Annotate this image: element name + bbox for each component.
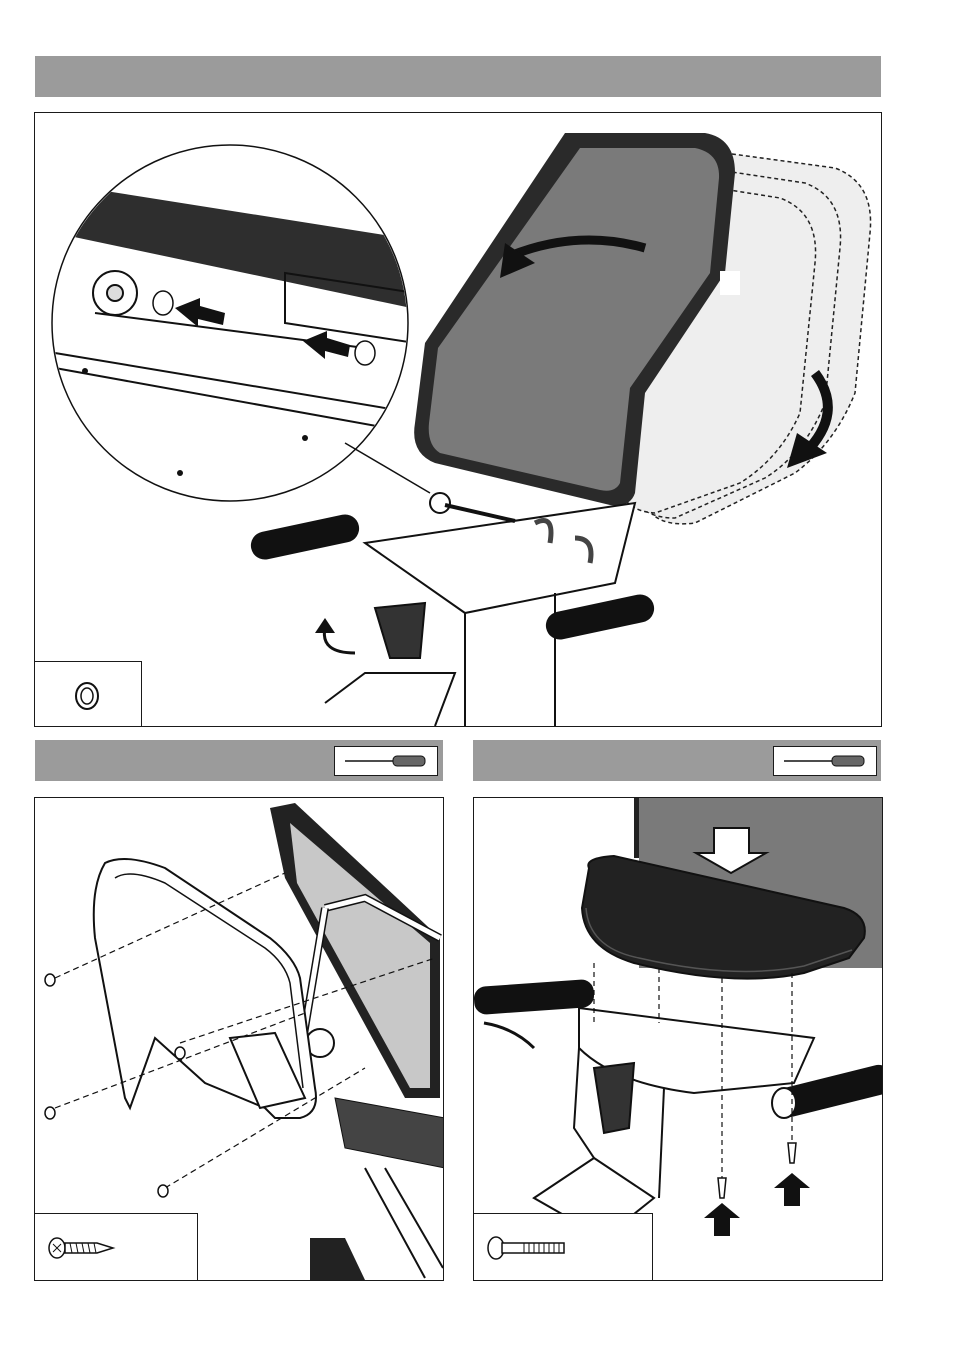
step-panel-right [473, 797, 883, 1281]
tool-box-right [773, 746, 877, 776]
tool-box-left [334, 746, 438, 776]
step-panel-left [34, 797, 444, 1281]
parts-box-ring [34, 661, 142, 727]
wood-screw-icon [35, 1214, 197, 1281]
step-panel-top [34, 112, 882, 727]
screwdriver-icon [774, 747, 876, 775]
ring-insert-icon [35, 662, 141, 727]
parts-box-screw [34, 1213, 198, 1281]
seat-cushion-illustration [474, 798, 882, 1280]
header-bar [35, 56, 881, 97]
screwdriver-icon [335, 747, 437, 775]
parts-box-bolt [473, 1213, 653, 1281]
seat-backrest-illustration [35, 113, 881, 726]
machine-bolt-icon [474, 1214, 652, 1281]
backrest-cover-illustration [35, 798, 443, 1280]
